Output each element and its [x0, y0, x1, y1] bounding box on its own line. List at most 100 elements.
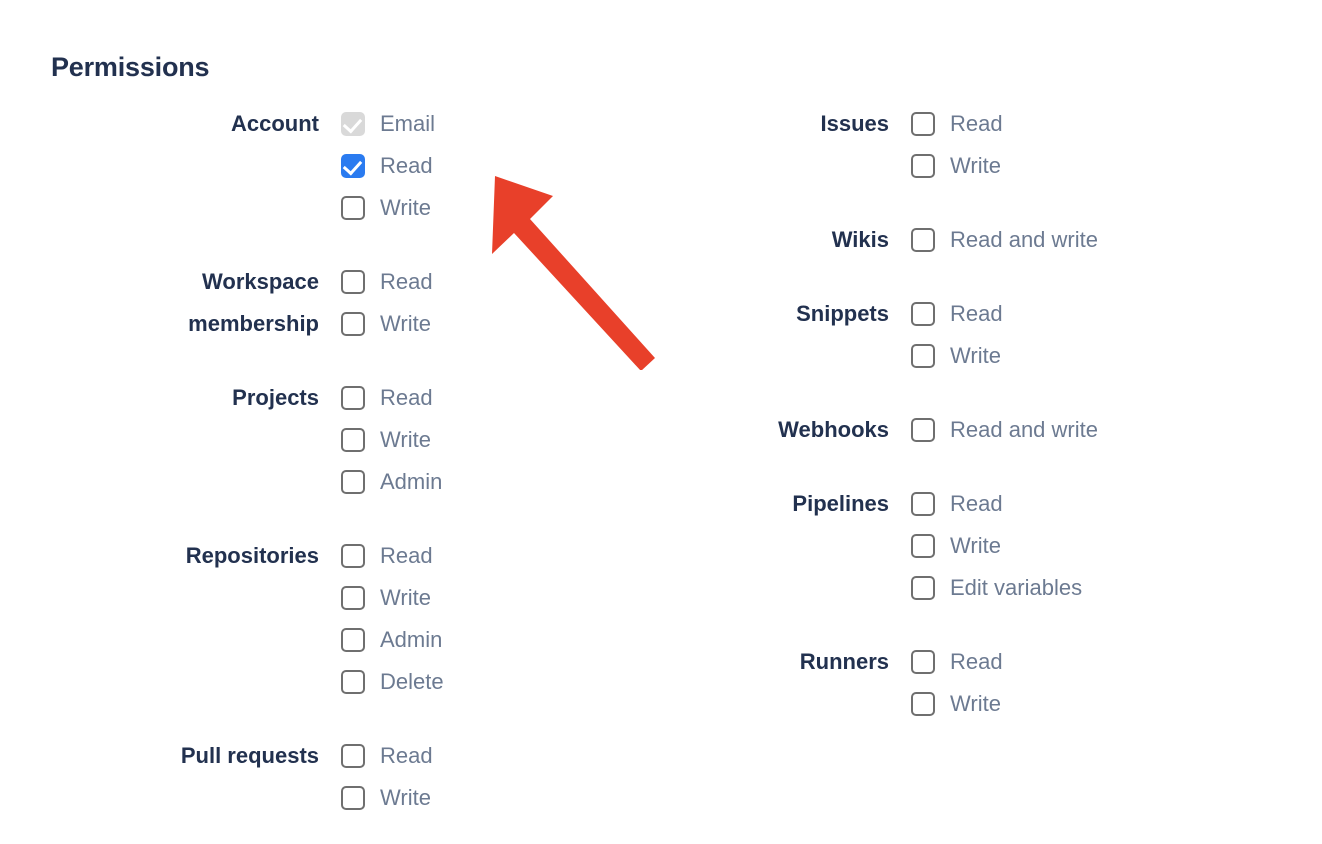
option-row-account-read[interactable]: Read: [341, 145, 620, 187]
pipelines-write-checkbox[interactable]: [911, 534, 935, 558]
permission-group-webhooks: Webhooks Read and write: [600, 409, 1300, 451]
option-row-repositories-write[interactable]: Write: [341, 577, 620, 619]
issues-read-checkbox[interactable]: [911, 112, 935, 136]
option-label-issues-write: Write: [950, 153, 1001, 178]
option-label-pull-requests-read: Read: [380, 743, 433, 768]
repositories-write-checkbox[interactable]: [341, 586, 365, 610]
option-row-workspace-membership-read[interactable]: Read: [341, 261, 620, 303]
group-label-webhooks: Webhooks: [778, 417, 889, 442]
pipelines-read-checkbox[interactable]: [911, 492, 935, 516]
option-row-repositories-admin[interactable]: Admin: [341, 619, 620, 661]
option-label-projects-read: Read: [380, 385, 433, 410]
option-label-workspace-membership-read: Read: [380, 269, 433, 294]
option-row-projects-admin[interactable]: Admin: [341, 461, 620, 503]
group-label-snippets: Snippets: [796, 301, 889, 326]
runners-read-checkbox[interactable]: [911, 650, 935, 674]
option-row-repositories-read[interactable]: Read: [341, 535, 620, 577]
option-label-pipelines-read: Read: [950, 491, 1003, 516]
option-label-snippets-read: Read: [950, 301, 1003, 326]
option-row-issues-read[interactable]: Read: [911, 103, 1300, 145]
option-row-account-write[interactable]: Write: [341, 187, 620, 229]
option-row-pipelines-write[interactable]: Write: [911, 525, 1300, 567]
repositories-read-checkbox[interactable]: [341, 544, 365, 568]
repositories-admin-checkbox[interactable]: [341, 628, 365, 652]
option-row-pull-requests-write[interactable]: Write: [341, 777, 620, 819]
option-row-issues-write[interactable]: Write: [911, 145, 1300, 187]
option-row-repositories-delete[interactable]: Delete: [341, 661, 620, 703]
projects-read-checkbox[interactable]: [341, 386, 365, 410]
runners-write-checkbox[interactable]: [911, 692, 935, 716]
pull-requests-read-checkbox[interactable]: [341, 744, 365, 768]
permission-group-wikis: Wikis Read and write: [600, 219, 1300, 261]
option-label-account-read: Read: [380, 153, 433, 178]
option-label-projects-admin: Admin: [380, 469, 443, 494]
option-row-snippets-read[interactable]: Read: [911, 293, 1300, 335]
wikis-read-and-write-checkbox[interactable]: [911, 228, 935, 252]
account-write-checkbox[interactable]: [341, 196, 365, 220]
projects-write-checkbox[interactable]: [341, 428, 365, 452]
option-row-pull-requests-read[interactable]: Read: [341, 735, 620, 777]
workspace-membership-read-checkbox[interactable]: [341, 270, 365, 294]
option-label-pipelines-edit-variables: Edit variables: [950, 575, 1083, 600]
check-icon: [342, 155, 363, 176]
snippets-write-checkbox[interactable]: [911, 344, 935, 368]
option-row-webhooks-read-and-write[interactable]: Read and write: [911, 409, 1300, 451]
issues-write-checkbox[interactable]: [911, 154, 935, 178]
option-label-projects-write: Write: [380, 427, 431, 452]
pipelines-edit-variables-checkbox[interactable]: [911, 576, 935, 600]
option-label-runners-read: Read: [950, 649, 1003, 674]
group-label-issues: Issues: [820, 111, 890, 136]
group-label-wikis: Wikis: [831, 227, 889, 252]
check-icon: [342, 113, 363, 134]
account-read-checkbox[interactable]: [341, 154, 365, 178]
option-label-snippets-write: Write: [950, 343, 1001, 368]
option-row-projects-write[interactable]: Write: [341, 419, 620, 461]
option-row-account-email[interactable]: Email: [341, 103, 620, 145]
option-row-runners-write[interactable]: Write: [911, 683, 1300, 725]
option-label-account-write: Write: [380, 195, 431, 220]
option-label-repositories-delete: Delete: [380, 669, 444, 694]
projects-admin-checkbox[interactable]: [341, 470, 365, 494]
snippets-read-checkbox[interactable]: [911, 302, 935, 326]
group-label-pull-requests: Pull requests: [180, 743, 319, 768]
group-label-projects: Projects: [232, 385, 319, 410]
repositories-delete-checkbox[interactable]: [341, 670, 365, 694]
group-label-runners: Runners: [799, 649, 889, 674]
option-row-projects-read[interactable]: Read: [341, 377, 620, 419]
group-options-wikis: Read and write: [911, 219, 1300, 261]
option-row-wikis-read-and-write[interactable]: Read and write: [911, 219, 1300, 261]
option-row-runners-read[interactable]: Read: [911, 641, 1300, 683]
option-row-pipelines-edit-variables[interactable]: Edit variables: [911, 567, 1300, 609]
option-label-wikis-read-and-write: Read and write: [950, 227, 1098, 252]
pull-requests-write-checkbox[interactable]: [341, 786, 365, 810]
option-label-repositories-write: Write: [380, 585, 431, 610]
workspace-membership-write-checkbox[interactable]: [341, 312, 365, 336]
option-row-snippets-write[interactable]: Write: [911, 335, 1300, 377]
account-email-checkbox: [341, 112, 365, 136]
option-label-repositories-admin: Admin: [380, 627, 443, 652]
webhooks-read-and-write-checkbox[interactable]: [911, 418, 935, 442]
option-label-workspace-membership-write: Write: [380, 311, 431, 336]
option-row-workspace-membership-write[interactable]: Write: [341, 303, 620, 345]
group-options-webhooks: Read and write: [911, 409, 1300, 451]
option-row-pipelines-read[interactable]: Read: [911, 483, 1300, 525]
